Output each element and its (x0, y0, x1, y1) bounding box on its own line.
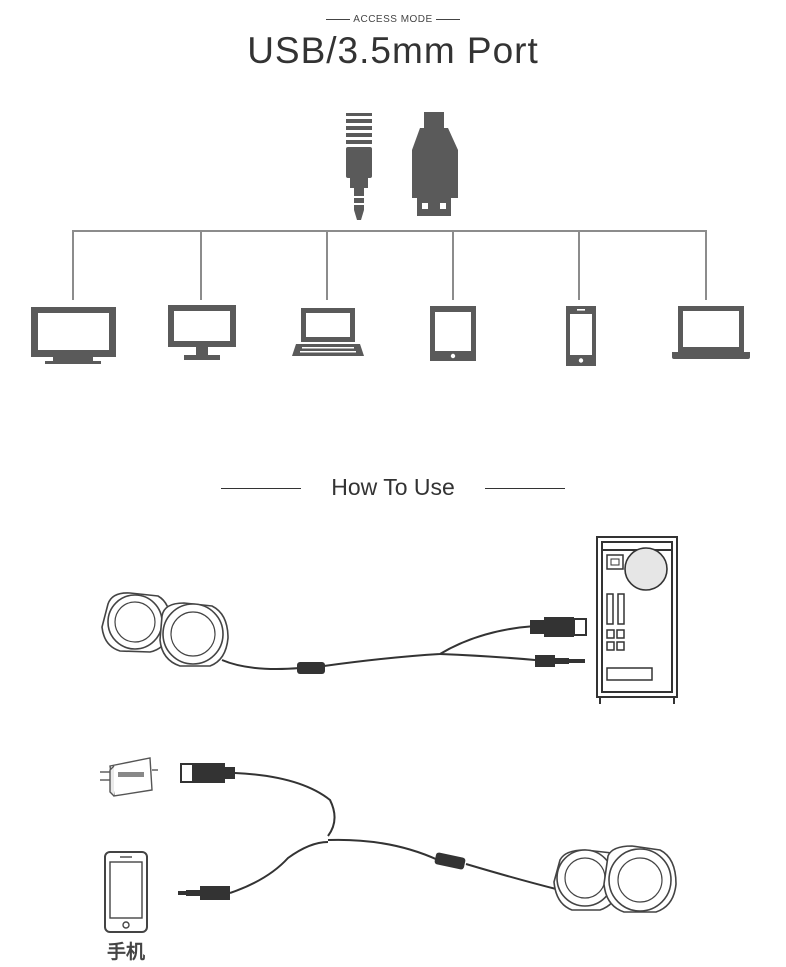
laptop-icon (292, 308, 364, 356)
access-mode-subtitle: ACCESS MODE (0, 14, 786, 25)
subtitle-rule-left (326, 18, 351, 20)
power-adapter-icon (100, 757, 158, 797)
speakers-pair-2 (553, 845, 677, 913)
phone-label: 手机 (106, 941, 145, 963)
how-to-use-title: How To Use (331, 474, 455, 500)
tv-icon (31, 307, 116, 364)
audio-jack-3.5mm-icon (346, 113, 372, 220)
cable-scene-2 (229, 772, 561, 894)
subtitle-text: ACCESS MODE (353, 14, 433, 25)
notebook-icon (672, 306, 750, 359)
inline-control-2 (434, 852, 466, 870)
smartphone-icon (566, 306, 596, 366)
pc-tower-icon (596, 536, 678, 704)
monitor-icon (168, 305, 236, 360)
usb-plug-scene-2 (180, 763, 235, 783)
how-to-use-heading: How To Use (0, 474, 786, 501)
heading-rule-right (484, 488, 565, 490)
tablet-icon (430, 306, 476, 361)
audio-jack-scene-1 (535, 655, 585, 667)
speakers-pair-1 (101, 592, 229, 667)
mobile-phone-icon (104, 851, 148, 933)
cable-scene-1 (221, 625, 536, 670)
inline-control-1 (297, 662, 325, 674)
audio-jack-scene-2 (178, 886, 230, 900)
usb-plug-scene-1 (530, 617, 587, 637)
heading-rule-left (221, 488, 302, 490)
usb-plug-icon (412, 112, 458, 216)
page-title: USB/3.5mm Port (247, 30, 539, 71)
subtitle-rule-right (435, 18, 460, 20)
connection-tree (72, 230, 707, 300)
